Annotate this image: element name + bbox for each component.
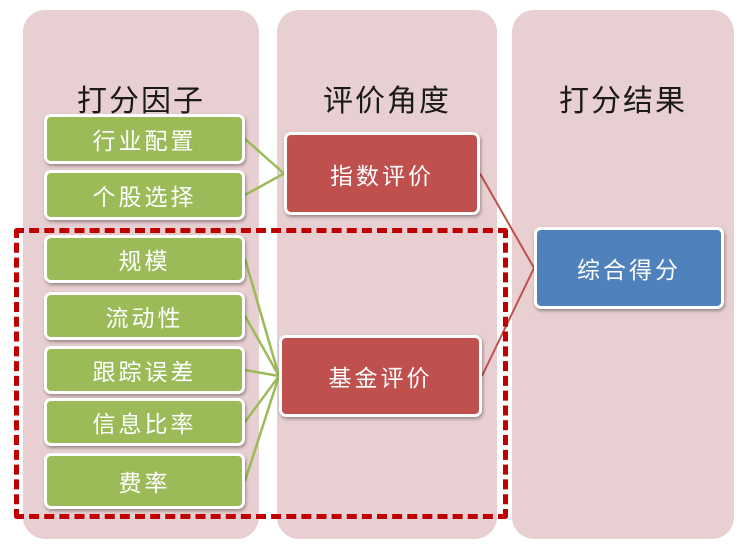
- factor-fee-rate: 费率: [44, 453, 245, 509]
- factor-size: 规模: [44, 235, 245, 283]
- factor-information-ratio: 信息比率: [44, 398, 245, 446]
- fund-factors-dashed-group: [14, 228, 508, 519]
- column-title-scoring-factors: 打分因子: [77, 84, 205, 119]
- column-evaluation-perspective: 评价角度: [277, 10, 497, 539]
- factor-liquidity: 流动性: [44, 292, 245, 340]
- factor-industry-allocation: 行业配置: [44, 114, 245, 164]
- column-title-evaluation-perspective: 评价角度: [323, 84, 451, 119]
- result-composite-score: 综合得分: [534, 227, 724, 309]
- evaluation-index: 指数评价: [284, 132, 480, 215]
- evaluation-fund: 基金评价: [279, 335, 482, 417]
- factor-tracking-error: 跟踪误差: [44, 346, 245, 394]
- factor-stock-selection: 个股选择: [44, 170, 245, 220]
- column-title-scoring-result: 打分结果: [559, 84, 687, 119]
